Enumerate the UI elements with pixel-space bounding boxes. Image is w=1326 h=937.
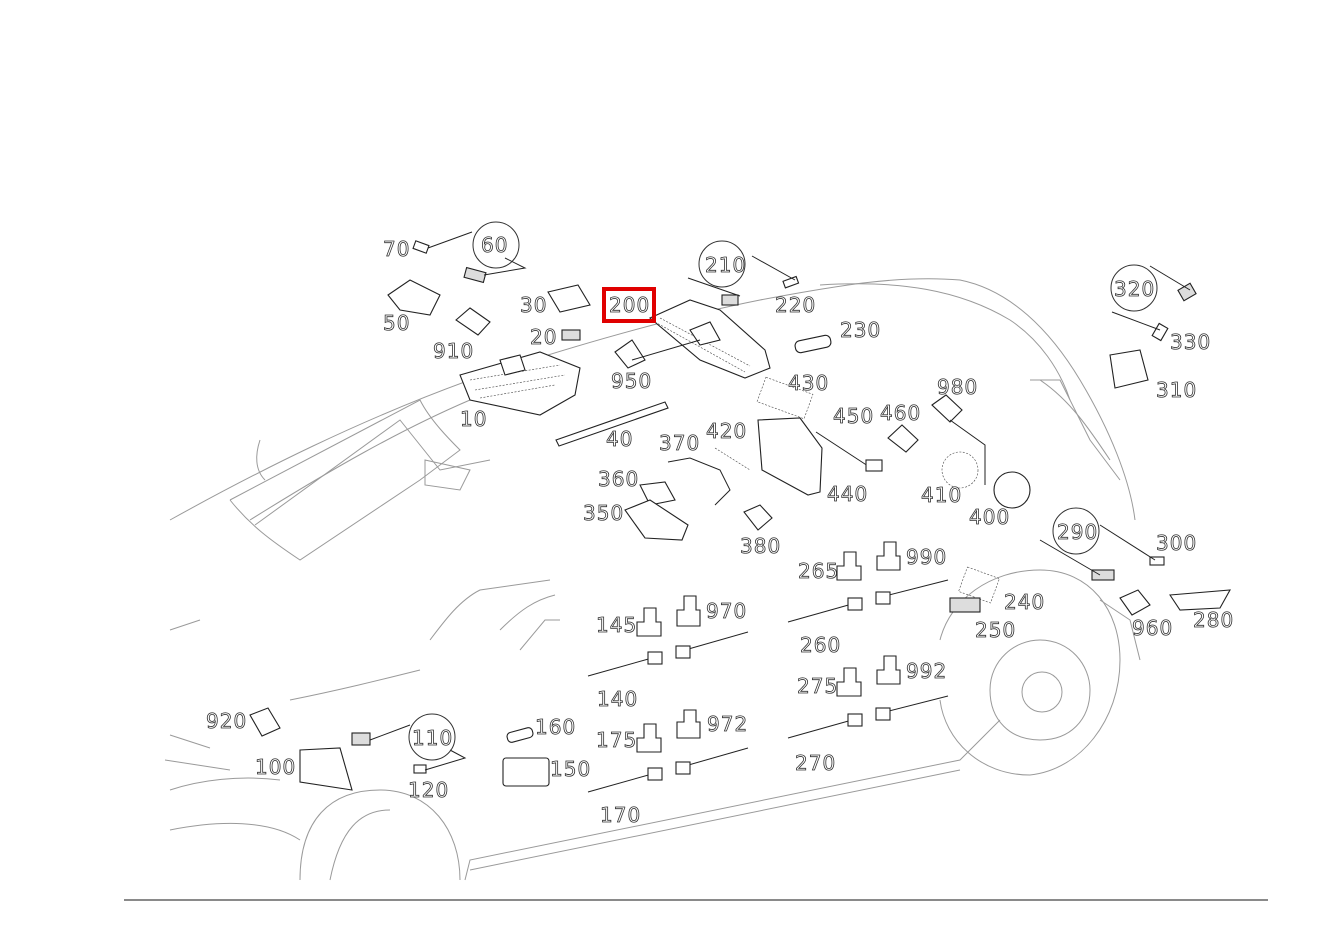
callout-175[interactable]: 175 bbox=[596, 728, 637, 753]
vehicle-outline bbox=[164, 278, 1141, 881]
callout-350[interactable]: 350 bbox=[583, 501, 624, 526]
callout-120[interactable]: 120 bbox=[408, 778, 449, 803]
callout-970[interactable]: 970 bbox=[706, 599, 747, 624]
callout-420[interactable]: 420 bbox=[706, 419, 747, 444]
callout-265[interactable]: 265 bbox=[798, 559, 839, 584]
callout-380[interactable]: 380 bbox=[740, 534, 781, 559]
callout-290[interactable]: 290 bbox=[1057, 520, 1098, 545]
callout-rings bbox=[408, 221, 1158, 761]
callout-70[interactable]: 70 bbox=[383, 237, 410, 262]
callout-40[interactable]: 40 bbox=[606, 427, 633, 452]
callout-910[interactable]: 910 bbox=[433, 339, 474, 364]
highlight-box-200 bbox=[602, 287, 656, 323]
callout-972[interactable]: 972 bbox=[707, 712, 748, 737]
callout-170[interactable]: 170 bbox=[600, 803, 641, 828]
callout-310[interactable]: 310 bbox=[1156, 378, 1197, 403]
callout-370[interactable]: 370 bbox=[659, 431, 700, 456]
callout-320[interactable]: 320 bbox=[1114, 277, 1155, 302]
callout-260[interactable]: 260 bbox=[800, 633, 841, 658]
part-10-console-base[interactable] bbox=[459, 351, 581, 416]
callout-210[interactable]: 210 bbox=[705, 253, 746, 278]
callout-992[interactable]: 992 bbox=[906, 659, 947, 684]
callout-140[interactable]: 140 bbox=[597, 687, 638, 712]
callout-145[interactable]: 145 bbox=[596, 613, 637, 638]
callout-30[interactable]: 30 bbox=[520, 293, 547, 318]
callout-250[interactable]: 250 bbox=[975, 618, 1016, 643]
callout-950[interactable]: 950 bbox=[611, 369, 652, 394]
callout-450[interactable]: 450 bbox=[833, 404, 874, 429]
callout-430[interactable]: 430 bbox=[788, 371, 829, 396]
callout-10[interactable]: 10 bbox=[460, 407, 487, 432]
callout-labels: 70 60 50 910 30 20 200 950 10 40 210 220 230 430 42037… bbox=[206, 233, 1234, 828]
callout-400[interactable]: 400 bbox=[969, 505, 1010, 530]
part-200-interior-lamp[interactable] bbox=[648, 299, 771, 379]
callout-920[interactable]: 920 bbox=[206, 709, 247, 734]
callout-50[interactable]: 50 bbox=[383, 311, 410, 336]
callout-230[interactable]: 230 bbox=[840, 318, 881, 343]
callout-100[interactable]: 100 bbox=[255, 755, 296, 780]
callout-460[interactable]: 460 bbox=[880, 401, 921, 426]
callout-410[interactable]: 410 bbox=[921, 483, 962, 508]
callout-440[interactable]: 440 bbox=[827, 482, 868, 507]
callout-160[interactable]: 160 bbox=[535, 715, 576, 740]
callout-275[interactable]: 275 bbox=[797, 674, 838, 699]
callout-20[interactable]: 20 bbox=[530, 325, 557, 350]
callout-960[interactable]: 960 bbox=[1132, 616, 1173, 641]
callout-280[interactable]: 280 bbox=[1193, 608, 1234, 633]
leader-lines bbox=[369, 231, 1191, 771]
callout-60[interactable]: 60 bbox=[481, 233, 508, 258]
callout-110[interactable]: 110 bbox=[412, 726, 453, 751]
callout-220[interactable]: 220 bbox=[775, 293, 816, 318]
callout-240[interactable]: 240 bbox=[1004, 590, 1045, 615]
callout-980[interactable]: 980 bbox=[937, 375, 978, 400]
callout-360[interactable]: 360 bbox=[598, 467, 639, 492]
callout-300[interactable]: 300 bbox=[1156, 531, 1197, 556]
callout-330[interactable]: 330 bbox=[1170, 330, 1211, 355]
callout-200[interactable]: 200 bbox=[609, 293, 650, 318]
callout-990[interactable]: 990 bbox=[906, 545, 947, 570]
callout-150[interactable]: 150 bbox=[550, 757, 591, 782]
callout-270[interactable]: 270 bbox=[795, 751, 836, 776]
harness-rods bbox=[587, 541, 949, 793]
small-parts bbox=[249, 240, 1231, 791]
